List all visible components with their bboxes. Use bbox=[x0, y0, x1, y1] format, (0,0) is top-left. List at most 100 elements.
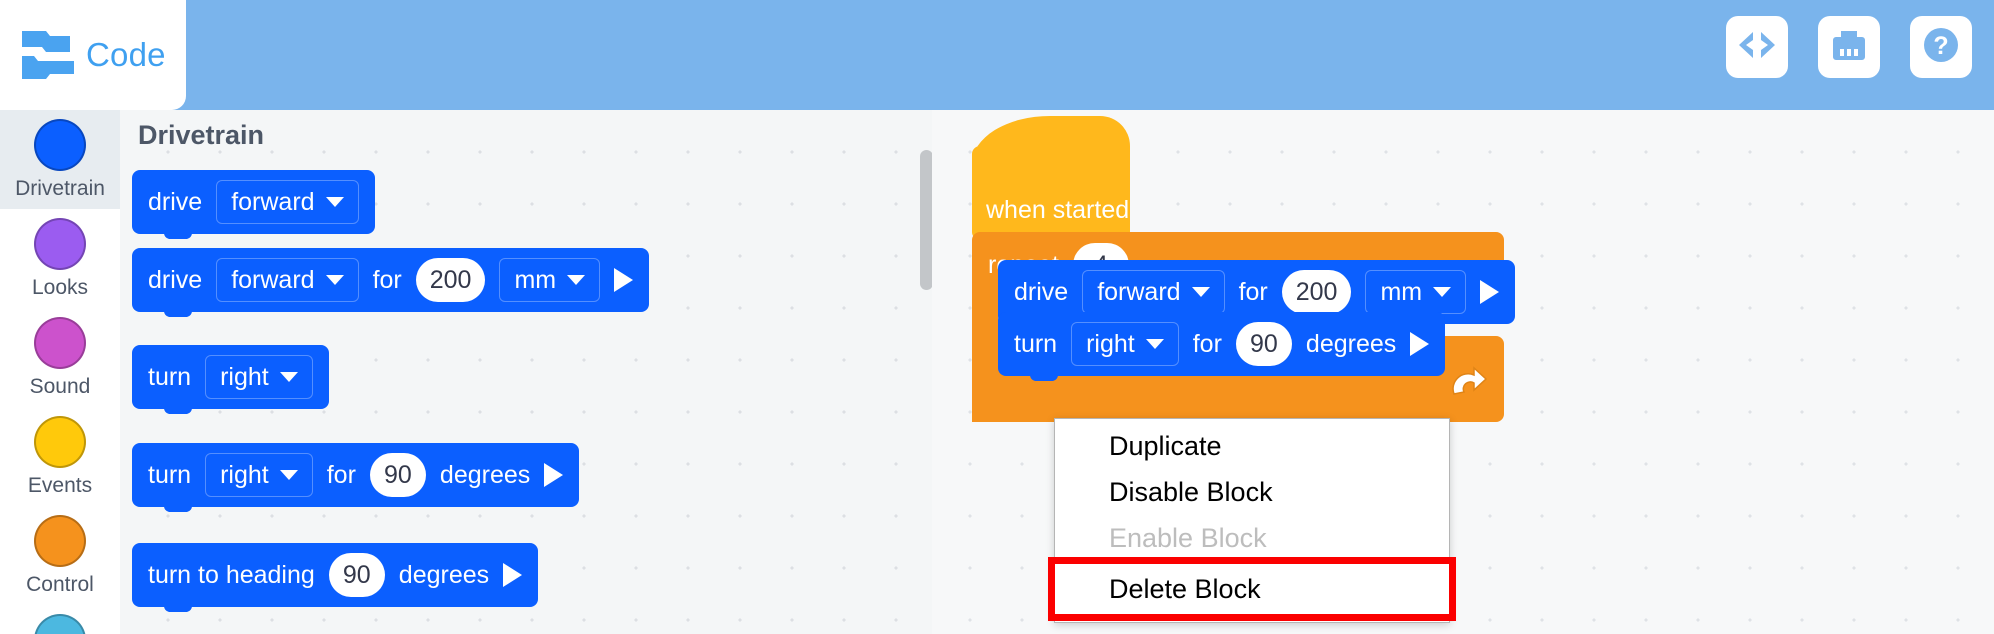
number-input[interactable]: 200 bbox=[415, 258, 486, 302]
category-color-dot bbox=[34, 217, 86, 270]
category-color-dot bbox=[34, 415, 86, 468]
play-icon[interactable] bbox=[503, 563, 523, 587]
menu-item-enable-block: Enable Block bbox=[1109, 522, 1267, 553]
header-toolbar: ? bbox=[1726, 16, 1972, 78]
play-icon[interactable] bbox=[614, 268, 634, 292]
dropdown-field[interactable]: forward bbox=[1082, 270, 1225, 314]
chevron-down-icon bbox=[325, 275, 344, 285]
code-tab[interactable]: Code bbox=[0, 0, 186, 110]
hat-dome bbox=[972, 116, 1130, 168]
block-label: drive bbox=[148, 265, 203, 294]
block-label: for bbox=[1192, 329, 1222, 358]
sidebar-item-label: Drivetrain bbox=[15, 176, 105, 200]
block-label: drive bbox=[1014, 277, 1069, 306]
block-palette[interactable]: Drivetrain drive forward drive forward for 20… bbox=[120, 110, 932, 634]
notch-icon bbox=[154, 506, 202, 512]
dropdown-value: right bbox=[220, 460, 269, 489]
drive-forward-block[interactable]: drive forward bbox=[132, 170, 375, 239]
notch-icon bbox=[154, 233, 202, 239]
palette-title: Drivetrain bbox=[138, 120, 265, 150]
svg-text:?: ? bbox=[1933, 32, 1948, 60]
sidebar-item-label: Sound bbox=[29, 374, 91, 398]
category-color-dot bbox=[34, 613, 86, 634]
when-started-label: when started bbox=[986, 196, 1130, 224]
play-icon[interactable] bbox=[1410, 332, 1430, 356]
block-label: for bbox=[326, 460, 356, 489]
menu-item-duplicate[interactable]: Duplicate bbox=[1109, 430, 1222, 461]
category-color-dot bbox=[34, 316, 86, 369]
dropdown-value: mm bbox=[514, 265, 557, 294]
help-button[interactable]: ? bbox=[1910, 16, 1972, 78]
sidebar-item-sensing[interactable]: Sensing bbox=[0, 605, 120, 634]
chevron-down-icon bbox=[279, 372, 298, 382]
chevron-down-icon bbox=[325, 197, 344, 207]
block-label: degrees bbox=[1305, 329, 1397, 358]
block-label: for bbox=[372, 265, 402, 294]
notch-icon bbox=[154, 606, 202, 612]
dropdown-value: right bbox=[220, 362, 269, 391]
chevron-down-icon bbox=[1433, 287, 1452, 297]
sidebar-item-events[interactable]: Events bbox=[0, 407, 120, 506]
sidebar-item-label: Looks bbox=[31, 275, 89, 299]
dropdown-field[interactable]: right bbox=[1071, 322, 1179, 366]
when-started-block[interactable]: when started bbox=[972, 116, 1130, 245]
drive-forward-for-block[interactable]: drive forward for 200 mm bbox=[132, 248, 650, 317]
view-code-button[interactable] bbox=[1726, 16, 1788, 78]
dropdown-value: forward bbox=[1097, 277, 1181, 306]
category-sidebar: DrivetrainLooksSoundEventsControlSensing bbox=[0, 110, 120, 634]
block-label: turn bbox=[148, 460, 192, 489]
dropdown-field[interactable]: forward bbox=[216, 180, 359, 224]
block-label: turn to heading bbox=[148, 560, 315, 589]
dropdown-field[interactable]: right bbox=[205, 355, 313, 399]
menu-item-disable-block[interactable]: Disable Block bbox=[1109, 476, 1273, 507]
code-tab-label: Code bbox=[86, 36, 166, 73]
notch-icon bbox=[154, 311, 202, 317]
sidebar-item-looks[interactable]: Looks bbox=[0, 209, 120, 308]
play-icon[interactable] bbox=[544, 463, 564, 487]
block-label: degrees bbox=[398, 560, 490, 589]
device-info-button[interactable] bbox=[1818, 16, 1880, 78]
sidebar-item-sound[interactable]: Sound bbox=[0, 308, 120, 407]
dropdown-value: forward bbox=[231, 187, 315, 216]
number-input[interactable]: 90 bbox=[328, 553, 385, 597]
number-input[interactable]: 90 bbox=[369, 453, 426, 497]
turn-right-for-degrees-block[interactable]: turn right for 90 degrees bbox=[998, 312, 1446, 381]
chevron-down-icon bbox=[279, 470, 298, 480]
app-header: Code bbox=[0, 0, 1994, 110]
notch-icon bbox=[154, 408, 202, 414]
code-workspace[interactable]: when started repeat 4 driveforwardfor200… bbox=[932, 110, 1994, 634]
category-color-dot bbox=[34, 514, 86, 567]
loop-arrow-icon bbox=[1452, 366, 1488, 395]
sidebar-item-control[interactable]: Control bbox=[0, 506, 120, 605]
sidebar-item-label: Events bbox=[27, 473, 93, 497]
dropdown-value: mm bbox=[1380, 277, 1423, 306]
turn-to-heading-block[interactable]: turn to heading 90 degrees bbox=[132, 543, 539, 612]
block-label: turn bbox=[1014, 329, 1058, 358]
chevron-down-icon bbox=[1191, 287, 1210, 297]
play-icon[interactable] bbox=[1480, 280, 1500, 304]
notch-icon bbox=[1020, 375, 1068, 381]
dropdown-field[interactable]: right bbox=[205, 453, 313, 497]
block-label: for bbox=[1238, 277, 1268, 306]
dropdown-value: right bbox=[1086, 329, 1135, 358]
number-input[interactable]: 90 bbox=[1235, 322, 1292, 366]
sidebar-item-drivetrain[interactable]: Drivetrain bbox=[0, 110, 120, 209]
chevron-down-icon bbox=[567, 275, 586, 285]
number-input[interactable]: 200 bbox=[1281, 270, 1352, 314]
sidebar-item-label: Control bbox=[26, 572, 94, 596]
dropdown-field[interactable]: mm bbox=[499, 258, 601, 302]
block-label: drive bbox=[148, 187, 203, 216]
dropdown-field[interactable]: mm bbox=[1365, 270, 1467, 314]
dropdown-field[interactable]: forward bbox=[216, 258, 359, 302]
chevron-down-icon bbox=[1145, 339, 1164, 349]
palette-scrollbar[interactable] bbox=[920, 150, 933, 290]
robot-brain-icon bbox=[1830, 27, 1868, 68]
menu-item-delete-block[interactable]: Delete Block bbox=[1048, 557, 1456, 621]
dropdown-value: forward bbox=[231, 265, 315, 294]
code-blocks-logo-icon bbox=[18, 27, 74, 84]
category-color-dot bbox=[34, 118, 86, 171]
